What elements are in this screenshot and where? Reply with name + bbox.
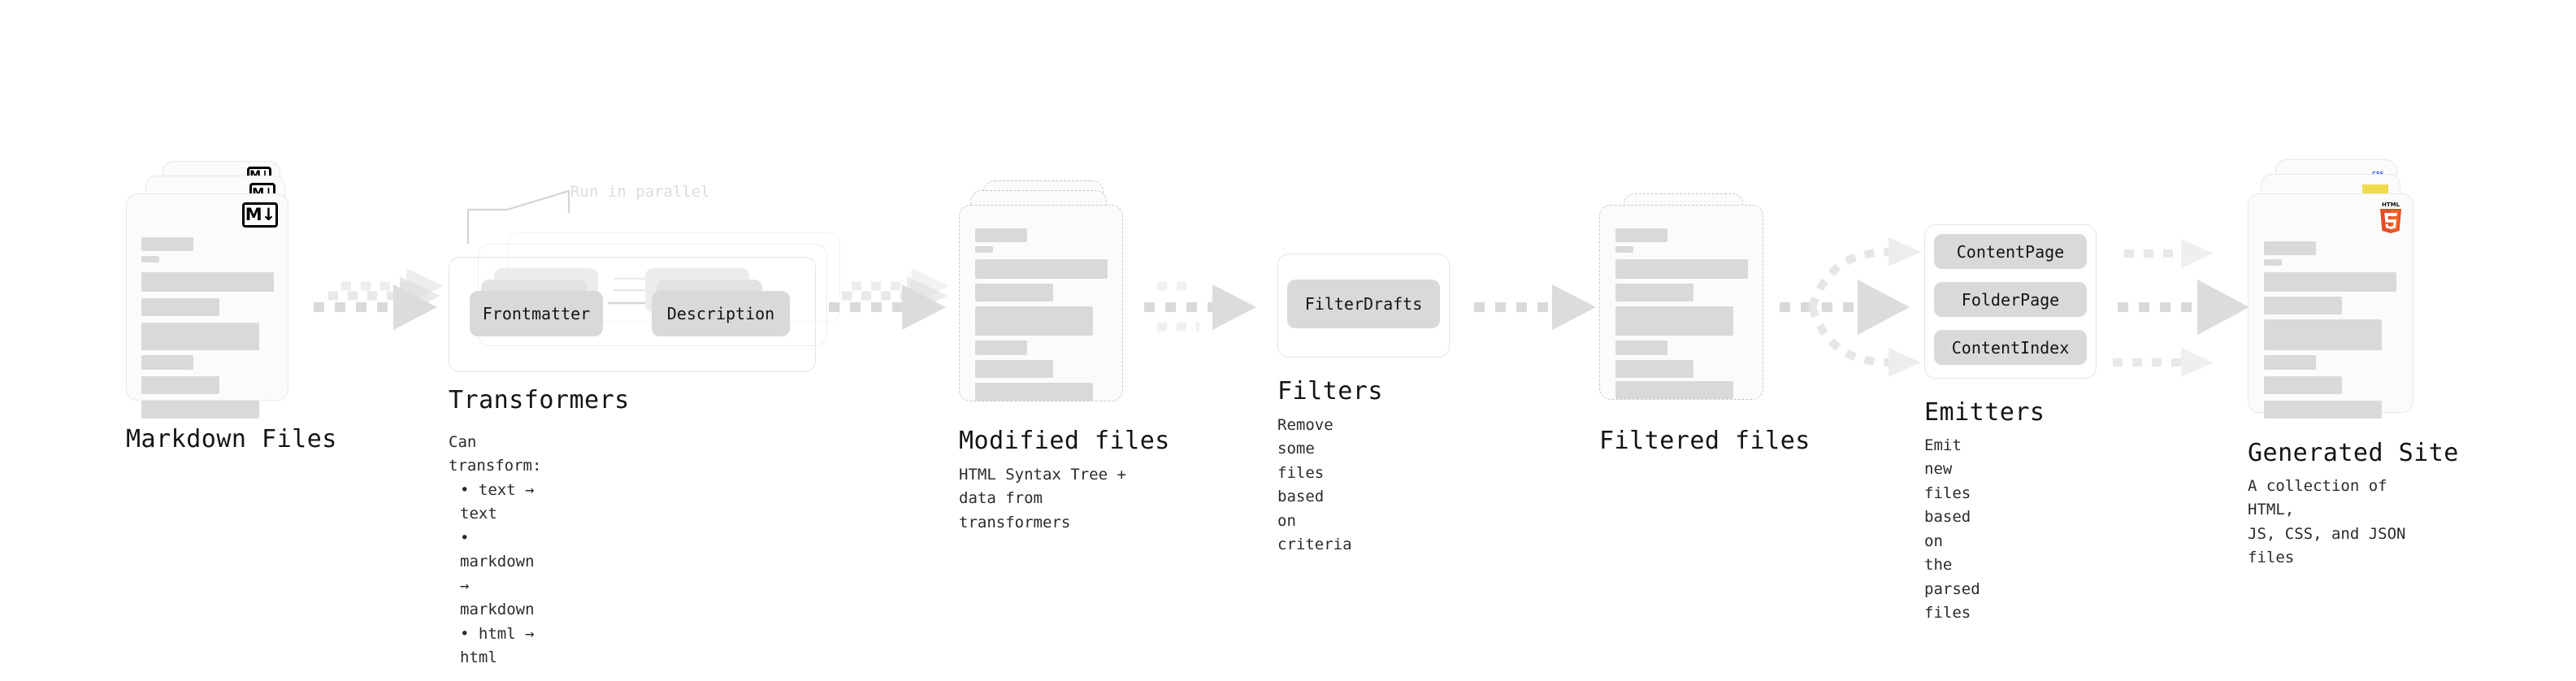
skeleton-line <box>1615 381 1733 399</box>
emitters-title: Emitters <box>1924 398 2045 427</box>
transformers-bullet-html: • html → html <box>460 624 535 666</box>
arrow-modified-to-filters <box>1144 281 1256 332</box>
markdown-card-front: M↓ <box>126 193 288 419</box>
skeleton-line <box>2264 376 2342 394</box>
html5-badge-icon: HTML <box>2377 200 2405 234</box>
markdown-files-title: Markdown Files <box>126 425 337 453</box>
filtered-card-stack <box>1599 193 1786 429</box>
skeleton-line <box>2264 241 2316 255</box>
skeleton-line <box>2264 355 2316 370</box>
stage-markdown-files: M↓ M↓ M↓ Markdown Files <box>126 161 336 453</box>
markdown-card-stack: M↓ M↓ M↓ <box>126 161 313 419</box>
skeleton-line <box>141 237 193 251</box>
markdown-badge-icon: M↓ <box>242 202 278 228</box>
emitters-group-box <box>1924 224 2097 379</box>
generated-site-title: Generated Site <box>2248 439 2459 467</box>
filters-title: Filters <box>1277 377 1383 406</box>
skeleton-line <box>1615 246 1633 253</box>
transformers-description: Can transform: • text → text • markdown … <box>449 431 541 670</box>
skeleton-line <box>975 284 1053 301</box>
arrow-markdown-to-transformers <box>314 268 444 330</box>
transformers-title: Transformers <box>449 386 630 414</box>
transformers-group-box-front <box>449 257 816 372</box>
transformers-desc-heading: Can transform: <box>449 433 542 475</box>
skeleton-line <box>975 306 1093 336</box>
transformers-bullet-markdown: • markdown → markdown <box>460 528 535 619</box>
stage-filtered-files: Filtered files <box>1599 193 1810 455</box>
skeleton-line <box>1615 360 1693 378</box>
skeleton-line <box>141 401 259 419</box>
filtered-card-front <box>1599 205 1763 400</box>
skeleton-line <box>141 376 219 394</box>
filters-description: Remove some files based on criteria <box>1277 416 1352 554</box>
skeleton-line <box>2264 259 2282 266</box>
skeleton-line <box>1615 259 1748 279</box>
modified-card-front <box>959 205 1123 401</box>
skeleton-line <box>1615 340 1667 355</box>
stage-modified-files: Modified files HTML Syntax Tree + data f… <box>959 180 1169 531</box>
filters-group-box <box>1277 254 1450 358</box>
modified-files-description: HTML Syntax Tree + data from transformer… <box>959 466 1126 531</box>
skeleton-line <box>1615 228 1667 242</box>
skeleton-line <box>1615 306 1733 336</box>
generated-card-stack: CSS HTML <box>2248 159 2443 427</box>
skeleton-line <box>141 323 259 350</box>
generated-site-description: A collection of HTML, JS, CSS, and JSON … <box>2248 477 2406 567</box>
skeleton-line <box>975 340 1027 355</box>
emitter-node-contentindex[interactable]: ContentIndex <box>1934 330 2087 365</box>
skeleton-line <box>141 256 159 262</box>
transformers-bullet-text: • text → text <box>460 480 535 523</box>
skeleton-line <box>2264 401 2382 419</box>
emitter-node-contentpage[interactable]: ContentPage <box>1934 234 2087 269</box>
svg-text:HTML: HTML <box>2382 202 2400 208</box>
modified-card-stack <box>959 180 1146 416</box>
skeleton-line <box>2264 297 2342 314</box>
arrow-filters-to-filtered <box>1474 284 1596 330</box>
modified-files-title: Modified files <box>959 427 1170 455</box>
arrow-emitters-to-site <box>2113 239 2249 377</box>
filtered-files-title: Filtered files <box>1599 427 1811 455</box>
arrow-transformers-to-modified <box>829 268 949 330</box>
skeleton-line <box>1615 284 1693 301</box>
filter-node-filterdrafts[interactable]: FilterDrafts <box>1287 280 1440 328</box>
skeleton-line <box>975 360 1053 378</box>
arrow-filtered-to-emitters <box>1780 237 1921 377</box>
stage-generated-site: CSS HTML <box>2248 159 2458 566</box>
skeleton-line <box>975 228 1027 242</box>
skeleton-line <box>2264 319 2382 350</box>
skeleton-line <box>141 272 274 292</box>
emitters-description: Emit new files based on the parsed files <box>1924 436 1980 622</box>
skeleton-line <box>975 246 993 253</box>
skeleton-line <box>2264 272 2396 292</box>
transformer-node-frontmatter[interactable]: Frontmatter <box>470 291 603 336</box>
skeleton-line <box>975 259 1108 279</box>
skeleton-line <box>975 383 1093 401</box>
run-in-parallel-annotation: Run in parallel <box>570 183 710 201</box>
transformer-node-description[interactable]: Description <box>652 291 790 336</box>
generated-card-front: HTML <box>2248 193 2413 419</box>
skeleton-line <box>141 298 219 316</box>
skeleton-line <box>141 355 193 370</box>
emitter-node-folderpage[interactable]: FolderPage <box>1934 282 2087 317</box>
